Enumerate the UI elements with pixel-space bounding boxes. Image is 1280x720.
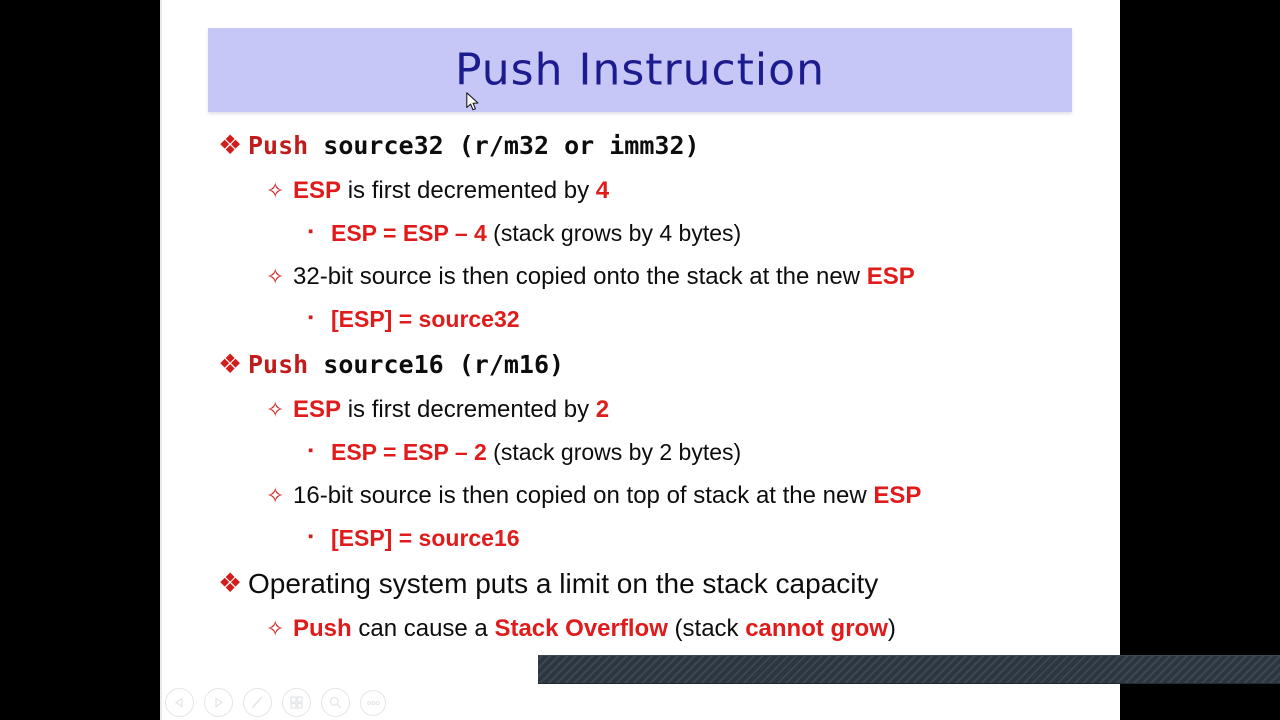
next-triangle-icon bbox=[215, 697, 224, 708]
square-bullet-icon: ▪ bbox=[308, 223, 314, 240]
bullet-level2-esp-dec4: ✧ ESP is first decremented by 4 bbox=[208, 169, 1108, 212]
bullet-text-push16-keyword: Push bbox=[248, 350, 309, 379]
bullet-text-copy32-esp: ESP bbox=[866, 262, 915, 290]
diamond-cluster-bullet-icon: ❖ bbox=[218, 349, 243, 379]
presentation-toolbar bbox=[165, 688, 386, 717]
more-options-button[interactable] bbox=[360, 689, 386, 716]
bullet-text-stack-overflow: Stack Overflow bbox=[494, 614, 668, 642]
bullet-level3-esp-assign16: ▪ [ESP] = source16 bbox=[208, 517, 1108, 560]
bullet-text-stack-grows-2: (stack grows by 2 bytes) bbox=[486, 439, 742, 465]
bullet-text-dec-phrase: is first decremented by bbox=[341, 395, 596, 423]
bullet-text-esp-label: ESP bbox=[293, 395, 342, 423]
bullet-text-copy32-phrase: 32-bit source is then copied onto the st… bbox=[293, 262, 867, 290]
previous-triangle-icon bbox=[174, 697, 183, 708]
open-star-bullet-icon: ✧ bbox=[266, 263, 285, 289]
pen-icon bbox=[251, 696, 263, 709]
bullet-text-push16-operand: source16 (r/m16) bbox=[308, 350, 565, 379]
bullet-text-stack-open: (stack bbox=[667, 614, 746, 642]
bullet-level2-copy32: ✧ 32-bit source is then copied onto the … bbox=[208, 255, 1108, 298]
bullet-text-esp-label: ESP bbox=[293, 176, 342, 204]
bullet-text-stack-close: ) bbox=[887, 614, 896, 642]
slide-body: ❖ Push source32 (r/m32 or imm32) ✧ ESP i… bbox=[208, 122, 1108, 650]
slide-overview-button[interactable] bbox=[282, 688, 311, 717]
bullet-text-dec-amount: 2 bbox=[595, 395, 610, 423]
pen-annotate-button[interactable] bbox=[243, 688, 272, 717]
square-bullet-icon: ▪ bbox=[308, 528, 314, 545]
open-star-bullet-icon: ✧ bbox=[266, 482, 285, 508]
bullet-text-os-limit: Operating system puts a limit on the sta… bbox=[248, 567, 879, 599]
bullet-level3-esp-eq-2: ▪ ESP = ESP – 2 (stack grows by 2 bytes) bbox=[208, 431, 1108, 474]
bullet-level3-esp-eq-4: ▪ ESP = ESP – 4 (stack grows by 4 bytes) bbox=[208, 212, 1108, 255]
bullet-text-push32-operand: source32 (r/m32 or imm32) bbox=[308, 131, 700, 160]
bullet-text-esp-assign16: [ESP] = source16 bbox=[331, 525, 520, 551]
previous-slide-button[interactable] bbox=[165, 688, 194, 717]
presentation-progress-bar[interactable] bbox=[538, 655, 1280, 684]
bullet-text-esp-equation-4: ESP = ESP – 4 bbox=[331, 220, 487, 246]
ellipsis-icon bbox=[366, 700, 380, 705]
square-bullet-icon: ▪ bbox=[308, 442, 314, 459]
bullet-level1-push16: ❖ Push source16 (r/m16) bbox=[208, 341, 1108, 388]
bullet-level1-os-limit: ❖ Operating system puts a limit on the s… bbox=[208, 560, 1108, 607]
bullet-level1-push32: ❖ Push source32 (r/m32 or imm32) bbox=[208, 122, 1108, 169]
slide-left-edge bbox=[160, 0, 162, 720]
slide-canvas[interactable]: Push Instruction ❖ Push source32 (r/m32 … bbox=[160, 0, 1120, 720]
diamond-cluster-bullet-icon: ❖ bbox=[218, 130, 243, 160]
page-title: Push Instruction bbox=[455, 44, 825, 96]
bullet-text-esp-assign32: [ESP] = source32 bbox=[331, 306, 520, 332]
magnifier-icon bbox=[329, 696, 342, 709]
open-star-bullet-icon: ✧ bbox=[266, 396, 285, 422]
zoom-button[interactable] bbox=[321, 688, 350, 717]
bullet-text-stack-grows-4: (stack grows by 4 bytes) bbox=[486, 220, 742, 246]
bullet-text-copy16-phrase: 16-bit source is then copied on top of s… bbox=[293, 481, 874, 509]
bullet-level2-esp-dec2: ✧ ESP is first decremented by 2 bbox=[208, 388, 1108, 431]
bullet-level3-esp-assign32: ▪ [ESP] = source32 bbox=[208, 298, 1108, 341]
bullet-text-push32-keyword: Push bbox=[248, 131, 309, 160]
bullet-text-copy16-esp: ESP bbox=[873, 481, 922, 509]
open-star-bullet-icon: ✧ bbox=[266, 177, 285, 203]
bullet-text-dec-phrase: is first decremented by bbox=[341, 176, 596, 204]
slide-title-band: Push Instruction bbox=[208, 28, 1072, 112]
grid-slides-icon bbox=[290, 696, 303, 709]
open-star-bullet-icon: ✧ bbox=[266, 615, 285, 641]
next-slide-button[interactable] bbox=[204, 688, 233, 717]
bullet-level2-copy16: ✧ 16-bit source is then copied on top of… bbox=[208, 474, 1108, 517]
bullet-text-cannot-grow: cannot grow bbox=[745, 614, 888, 642]
bullet-text-dec-amount: 4 bbox=[595, 176, 610, 204]
bullet-level2-stack-overflow: ✧ Push can cause a Stack Overflow (stack… bbox=[208, 607, 1108, 650]
bullet-text-push-keyword: Push bbox=[293, 614, 352, 642]
diamond-cluster-bullet-icon: ❖ bbox=[218, 568, 243, 598]
square-bullet-icon: ▪ bbox=[308, 309, 314, 326]
bullet-text-cause-phrase: can cause a bbox=[351, 614, 495, 642]
bullet-text-esp-equation-2: ESP = ESP – 2 bbox=[331, 439, 487, 465]
